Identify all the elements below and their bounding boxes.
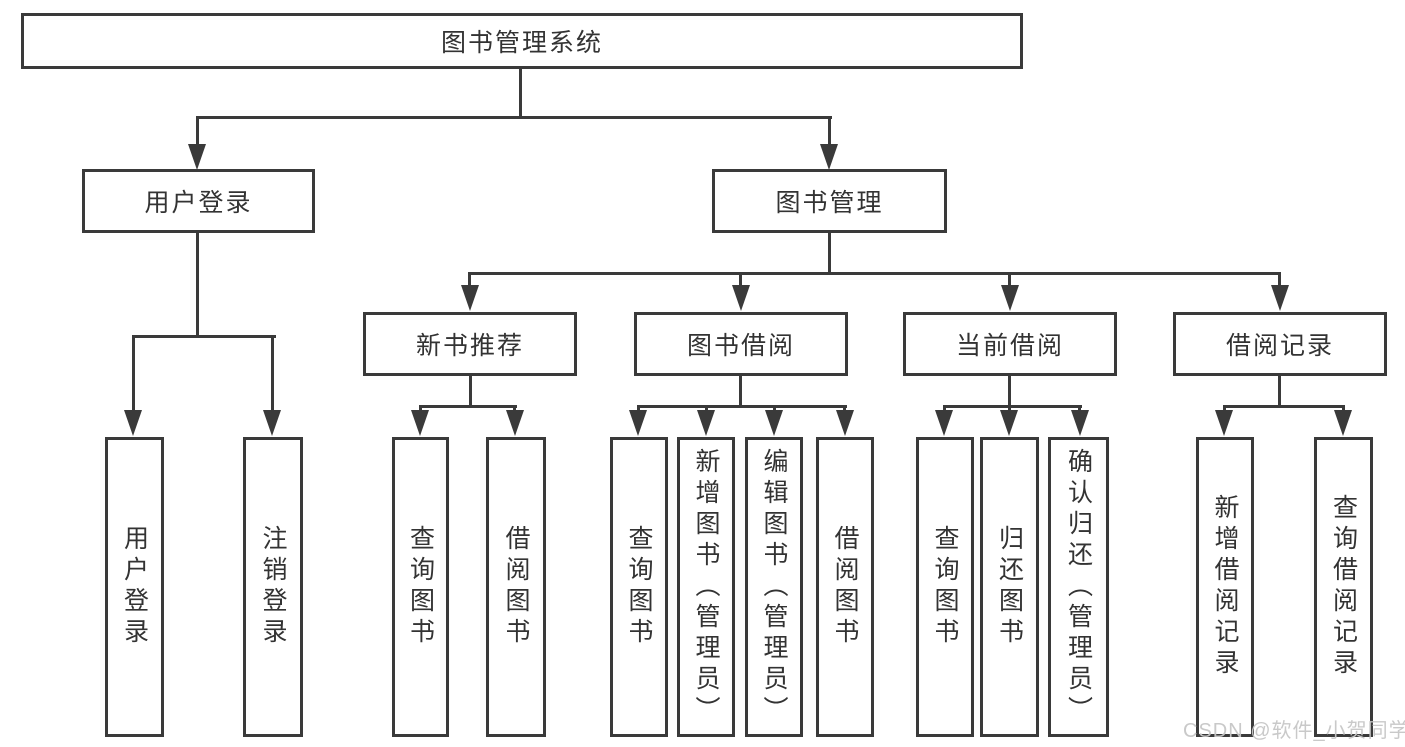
node-user-login-label: 用户登录 bbox=[144, 189, 253, 217]
connector-line bbox=[843, 405, 846, 413]
node-book-management: 图书管理 bbox=[712, 169, 947, 233]
leaf-borrowing-add-books-admin-label: 新增图书（管理员） bbox=[692, 447, 720, 727]
connector-line bbox=[271, 335, 274, 412]
leaf-current-confirm-return-admin-label: 确认归还（管理员） bbox=[1064, 447, 1093, 727]
connector-line bbox=[419, 405, 517, 408]
connector-arrowhead bbox=[820, 144, 838, 170]
connector-arrowhead bbox=[935, 410, 953, 436]
connector-arrowhead bbox=[188, 144, 206, 170]
connector-line bbox=[1223, 405, 1226, 413]
leaf-user-login-label: 用户登录 bbox=[120, 525, 149, 649]
connector-line bbox=[1278, 375, 1281, 406]
leaf-logout-label: 注销登录 bbox=[259, 525, 287, 649]
node-book-borrowing: 图书借阅 bbox=[634, 312, 848, 376]
connector-line bbox=[943, 405, 1082, 408]
connector-arrowhead bbox=[836, 410, 854, 436]
leaf-current-confirm-return-admin: 确认归还（管理员） bbox=[1048, 437, 1109, 737]
connector-line bbox=[468, 272, 471, 288]
leaf-borrowing-edit-books-admin: 编辑图书（管理员） bbox=[745, 437, 803, 737]
connector-arrowhead bbox=[1215, 410, 1233, 436]
leaf-borrowing-query-books-label: 查询图书 bbox=[625, 525, 653, 649]
connector-line bbox=[519, 69, 522, 117]
connector-line bbox=[1008, 272, 1011, 288]
connector-line bbox=[196, 233, 199, 337]
connector-line bbox=[773, 405, 776, 413]
leaf-current-return-books-label: 归还图书 bbox=[995, 525, 1024, 649]
connector-line bbox=[828, 233, 831, 274]
node-book-management-label: 图书管理 bbox=[775, 189, 884, 217]
connector-line bbox=[196, 116, 832, 119]
connector-line bbox=[637, 405, 640, 413]
leaf-records-add-record: 新增借阅记录 bbox=[1196, 437, 1254, 737]
leaf-current-query-books: 查询图书 bbox=[916, 437, 974, 737]
connector-arrowhead bbox=[1334, 410, 1352, 436]
connector-line bbox=[1008, 375, 1011, 406]
connector-line bbox=[469, 272, 1281, 275]
node-user-login: 用户登录 bbox=[82, 169, 315, 233]
connector-arrowhead bbox=[263, 410, 281, 436]
leaf-records-query-record: 查询借阅记录 bbox=[1314, 437, 1373, 737]
node-book-borrowing-label: 图书借阅 bbox=[686, 332, 795, 360]
leaf-borrowing-edit-books-admin-label: 编辑图书（管理员） bbox=[760, 447, 788, 727]
connector-line bbox=[705, 405, 708, 413]
connector-line bbox=[637, 405, 847, 408]
leaf-borrowing-borrow-books-label: 借阅图书 bbox=[831, 525, 859, 649]
connector-line bbox=[1008, 405, 1011, 413]
connector-arrowhead bbox=[765, 410, 783, 436]
node-new-book-recommend-label: 新书推荐 bbox=[415, 332, 524, 360]
leaf-logout: 注销登录 bbox=[243, 437, 303, 737]
node-borrow-records-label: 借阅记录 bbox=[1225, 332, 1334, 360]
connector-line bbox=[1278, 272, 1281, 288]
node-borrow-records: 借阅记录 bbox=[1173, 312, 1387, 376]
connector-arrowhead bbox=[1001, 285, 1019, 311]
connector-arrowhead bbox=[732, 285, 750, 311]
leaf-current-query-books-label: 查询图书 bbox=[931, 525, 959, 649]
leaf-current-return-books: 归还图书 bbox=[980, 437, 1039, 737]
node-current-borrowing-label: 当前借阅 bbox=[955, 332, 1064, 360]
connector-line bbox=[1342, 405, 1345, 413]
connector-line bbox=[419, 405, 422, 413]
connector-line bbox=[739, 375, 742, 406]
connector-line bbox=[943, 405, 946, 413]
connector-line bbox=[132, 335, 135, 412]
leaf-newbook-query-books: 查询图书 bbox=[392, 437, 449, 737]
leaf-newbook-query-books-label: 查询图书 bbox=[406, 525, 435, 649]
leaf-records-query-record-label: 查询借阅记录 bbox=[1329, 494, 1358, 680]
leaf-newbook-borrow-books-label: 借阅图书 bbox=[502, 525, 530, 649]
connector-line bbox=[1078, 405, 1081, 413]
connector-arrowhead bbox=[411, 410, 429, 436]
node-current-borrowing: 当前借阅 bbox=[903, 312, 1117, 376]
node-root-label: 图书管理系统 bbox=[440, 29, 603, 57]
leaf-records-add-record-label: 新增借阅记录 bbox=[1211, 494, 1239, 680]
connector-line bbox=[132, 335, 276, 338]
node-root: 图书管理系统 bbox=[21, 13, 1023, 69]
leaf-borrowing-add-books-admin: 新增图书（管理员） bbox=[677, 437, 735, 737]
connector-line bbox=[196, 116, 199, 146]
csdn-watermark: CSDN @软件_小贺同学 bbox=[1183, 720, 1405, 742]
leaf-borrowing-query-books: 查询图书 bbox=[610, 437, 668, 737]
connector-line bbox=[513, 405, 516, 413]
connector-arrowhead bbox=[1071, 410, 1089, 436]
leaf-user-login: 用户登录 bbox=[105, 437, 164, 737]
connector-arrowhead bbox=[629, 410, 647, 436]
leaf-newbook-borrow-books: 借阅图书 bbox=[486, 437, 546, 737]
leaf-borrowing-borrow-books: 借阅图书 bbox=[816, 437, 874, 737]
connector-arrowhead bbox=[124, 410, 142, 436]
connector-line bbox=[739, 272, 742, 288]
connector-line bbox=[828, 116, 831, 146]
node-new-book-recommend: 新书推荐 bbox=[363, 312, 577, 376]
connector-line bbox=[469, 375, 472, 406]
connector-arrowhead bbox=[461, 285, 479, 311]
connector-arrowhead bbox=[1000, 410, 1018, 436]
connector-arrowhead bbox=[1271, 285, 1289, 311]
connector-line bbox=[1223, 405, 1345, 408]
connector-arrowhead bbox=[697, 410, 715, 436]
connector-arrowhead bbox=[506, 410, 524, 436]
